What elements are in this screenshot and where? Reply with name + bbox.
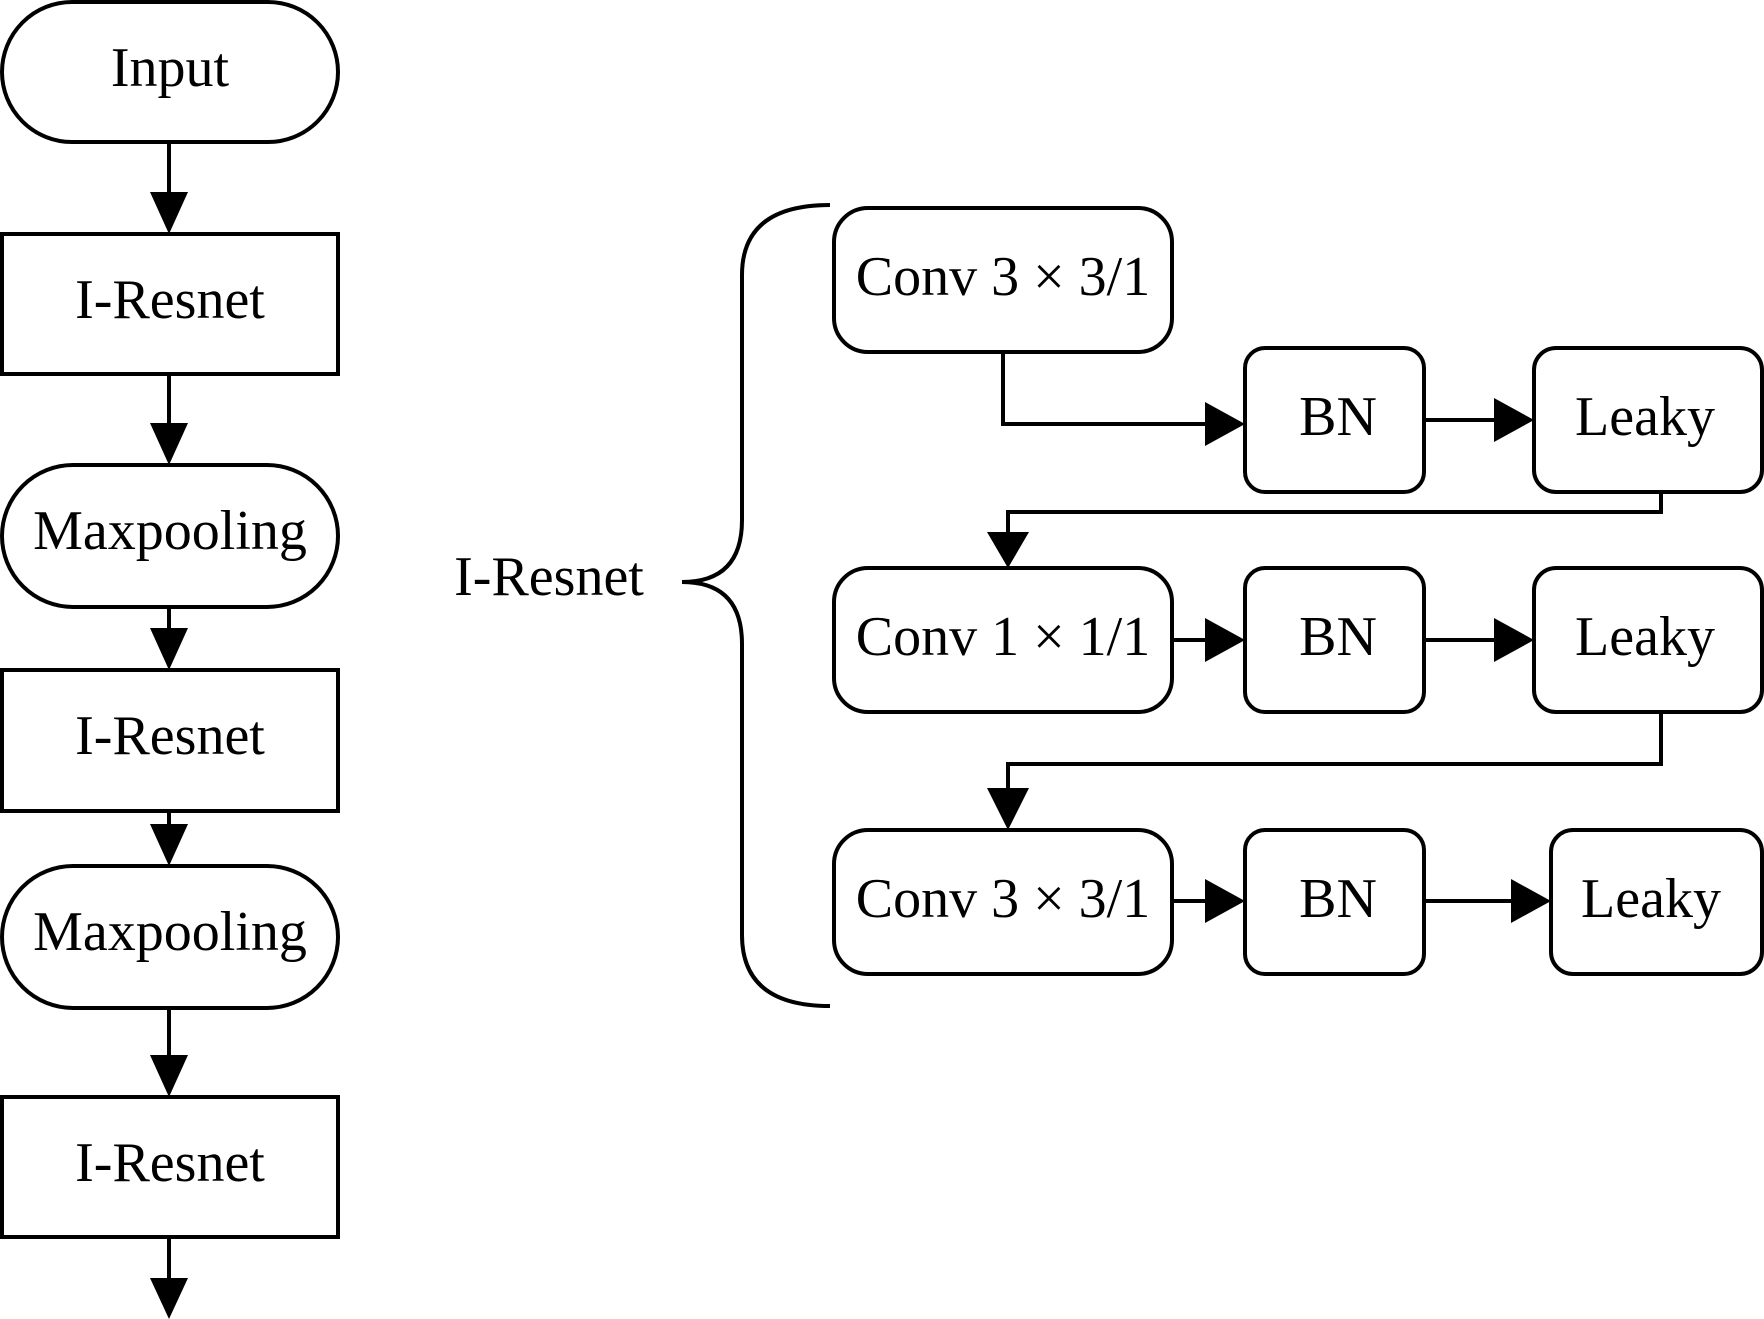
- i-resnet-block-1: I-Resnet: [0, 232, 340, 376]
- arrowhead-icon: [150, 1278, 188, 1319]
- arrowhead-icon: [1205, 402, 1245, 446]
- leaky-box-row-2-label: Leaky: [1575, 606, 1715, 668]
- bn-box-row-2-label: BN: [1299, 606, 1377, 668]
- i-resnet-brace-label: I-Resnet: [454, 546, 644, 608]
- arrowhead-icon: [150, 1055, 188, 1097]
- input-node: Input: [0, 0, 340, 144]
- conv-box-row-2-label: Conv 1 × 1/1: [856, 606, 1151, 668]
- arrowhead-icon: [150, 192, 188, 234]
- conv-box-row-1-label: Conv 3 × 3/1: [856, 246, 1151, 308]
- connector-row-1-to-row-2: [1006, 492, 1663, 540]
- arrowhead-icon: [1511, 879, 1551, 923]
- i-resnet-block-3-label: I-Resnet: [75, 1132, 265, 1194]
- i-resnet-detail: Conv 3 × 3/1 BN Leaky Conv 1 × 1/1: [832, 206, 1764, 976]
- input-node-label: Input: [111, 37, 230, 99]
- detail-row-1: Conv 3 × 3/1 BN Leaky: [832, 206, 1764, 494]
- curly-brace-icon: [681, 203, 831, 1008]
- leaky-box-row-3: Leaky: [1549, 828, 1764, 976]
- bn-box-row-3: BN: [1243, 828, 1426, 976]
- conv-box-row-2: Conv 1 × 1/1: [832, 566, 1174, 714]
- detail-row-3: Conv 3 × 3/1 BN Leaky: [832, 828, 1764, 976]
- flowchart: Input I-Resnet Maxpooling I-Resnet Maxpo…: [0, 0, 340, 1319]
- maxpooling-node-1-label: Maxpooling: [33, 500, 307, 562]
- arrowhead-icon: [1494, 618, 1534, 662]
- bn-box-row-3-label: BN: [1299, 868, 1377, 930]
- connector-conv-to-bn-row-1: [1001, 352, 1215, 426]
- leaky-box-row-1-label: Leaky: [1575, 386, 1715, 448]
- detail-row-2: Conv 1 × 1/1 BN Leaky: [832, 566, 1764, 714]
- i-resnet-block-3: I-Resnet: [0, 1095, 340, 1239]
- leaky-box-row-2: Leaky: [1532, 566, 1764, 714]
- connector-row-2-to-row-3: [1006, 712, 1663, 796]
- arrowhead-icon: [1205, 618, 1245, 662]
- maxpooling-node-2-label: Maxpooling: [33, 901, 307, 963]
- leaky-box-row-3-label: Leaky: [1581, 868, 1721, 930]
- leaky-box-row-1: Leaky: [1532, 346, 1764, 494]
- arrowhead-icon: [150, 423, 188, 465]
- arrowhead-icon: [1205, 879, 1245, 923]
- maxpooling-node-1: Maxpooling: [0, 463, 340, 609]
- arrowhead-icon: [1494, 398, 1534, 442]
- arrowhead-icon: [150, 628, 188, 670]
- i-resnet-block-2-label: I-Resnet: [75, 705, 265, 767]
- maxpooling-node-2: Maxpooling: [0, 864, 340, 1010]
- bn-box-row-2: BN: [1243, 566, 1426, 714]
- conv-box-row-1: Conv 3 × 3/1: [832, 206, 1174, 354]
- conv-box-row-3: Conv 3 × 3/1: [832, 828, 1174, 976]
- bn-box-row-1-label: BN: [1299, 386, 1377, 448]
- arrowhead-icon: [987, 788, 1029, 830]
- bn-box-row-1: BN: [1243, 346, 1426, 494]
- i-resnet-block-2: I-Resnet: [0, 668, 340, 813]
- arrowhead-icon: [150, 824, 188, 866]
- conv-box-row-3-label: Conv 3 × 3/1: [856, 868, 1151, 930]
- arrowhead-icon: [987, 532, 1029, 568]
- i-resnet-block-1-label: I-Resnet: [75, 269, 265, 331]
